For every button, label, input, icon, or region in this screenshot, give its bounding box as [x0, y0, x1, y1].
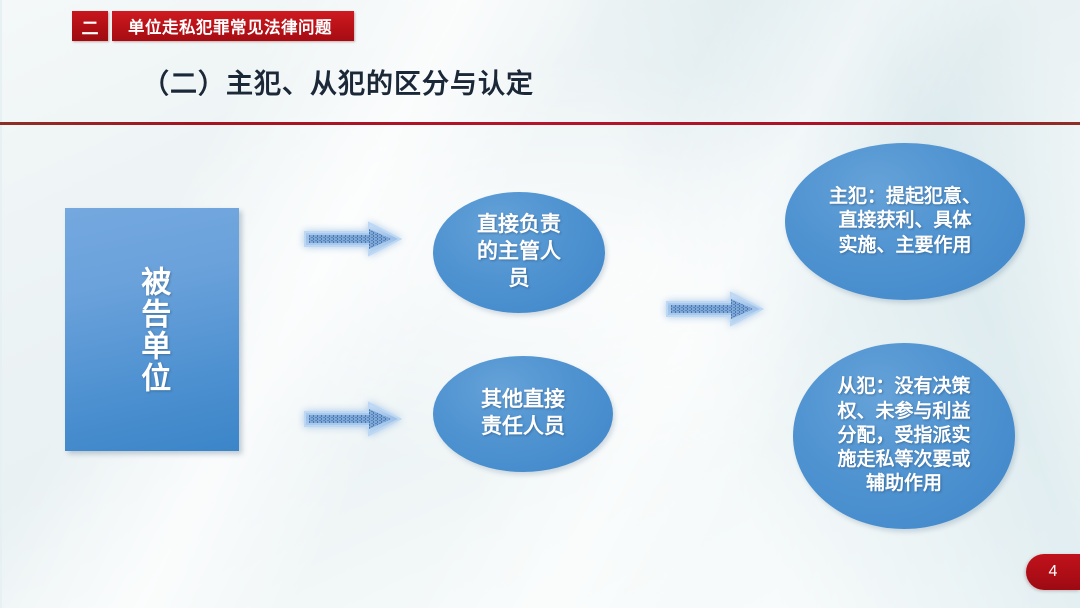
page-number-badge: 4: [1026, 554, 1080, 590]
flow-node-other-responsible: 其他直接 责任人员: [433, 356, 613, 472]
flow-node-label: 其他直接 责任人员: [481, 388, 565, 438]
defendant-unit-label: 被告单位: [136, 265, 170, 394]
page-title: （二）主犯、从犯的区分与认定: [142, 69, 534, 99]
left-edge-strip: [0, 0, 2, 608]
slide-header: 二 单位走私犯罪常见法律问题: [0, 11, 354, 41]
flow-node-label: 直接负责 的主管人 员: [477, 213, 561, 290]
chapter-number-badge: 二: [72, 11, 108, 41]
defendant-unit-box: 被告单位: [65, 208, 239, 451]
right-arrow-icon: [665, 289, 765, 334]
header-divider: [0, 122, 1080, 125]
flow-node-principal-offender: 主犯：提起犯意、 直接获利、具体 实施、主要作用: [785, 143, 1025, 300]
flow-node-accessory-offender: 从犯：没有决策 权、未参与利益 分配，受指派实 施走私等次要或 辅助作用: [793, 343, 1015, 529]
flow-node-label: 从犯：没有决策 权、未参与利益 分配，受指派实 施走私等次要或 辅助作用: [837, 376, 971, 495]
section-title-banner: 单位走私犯罪常见法律问题: [112, 11, 354, 41]
flow-node-label: 主犯：提起犯意、 直接获利、具体 实施、主要作用: [828, 186, 981, 256]
right-arrow-icon: [303, 399, 403, 444]
right-arrow-icon: [303, 219, 403, 264]
flow-node-supervisor: 直接负责 的主管人 员: [433, 192, 605, 313]
